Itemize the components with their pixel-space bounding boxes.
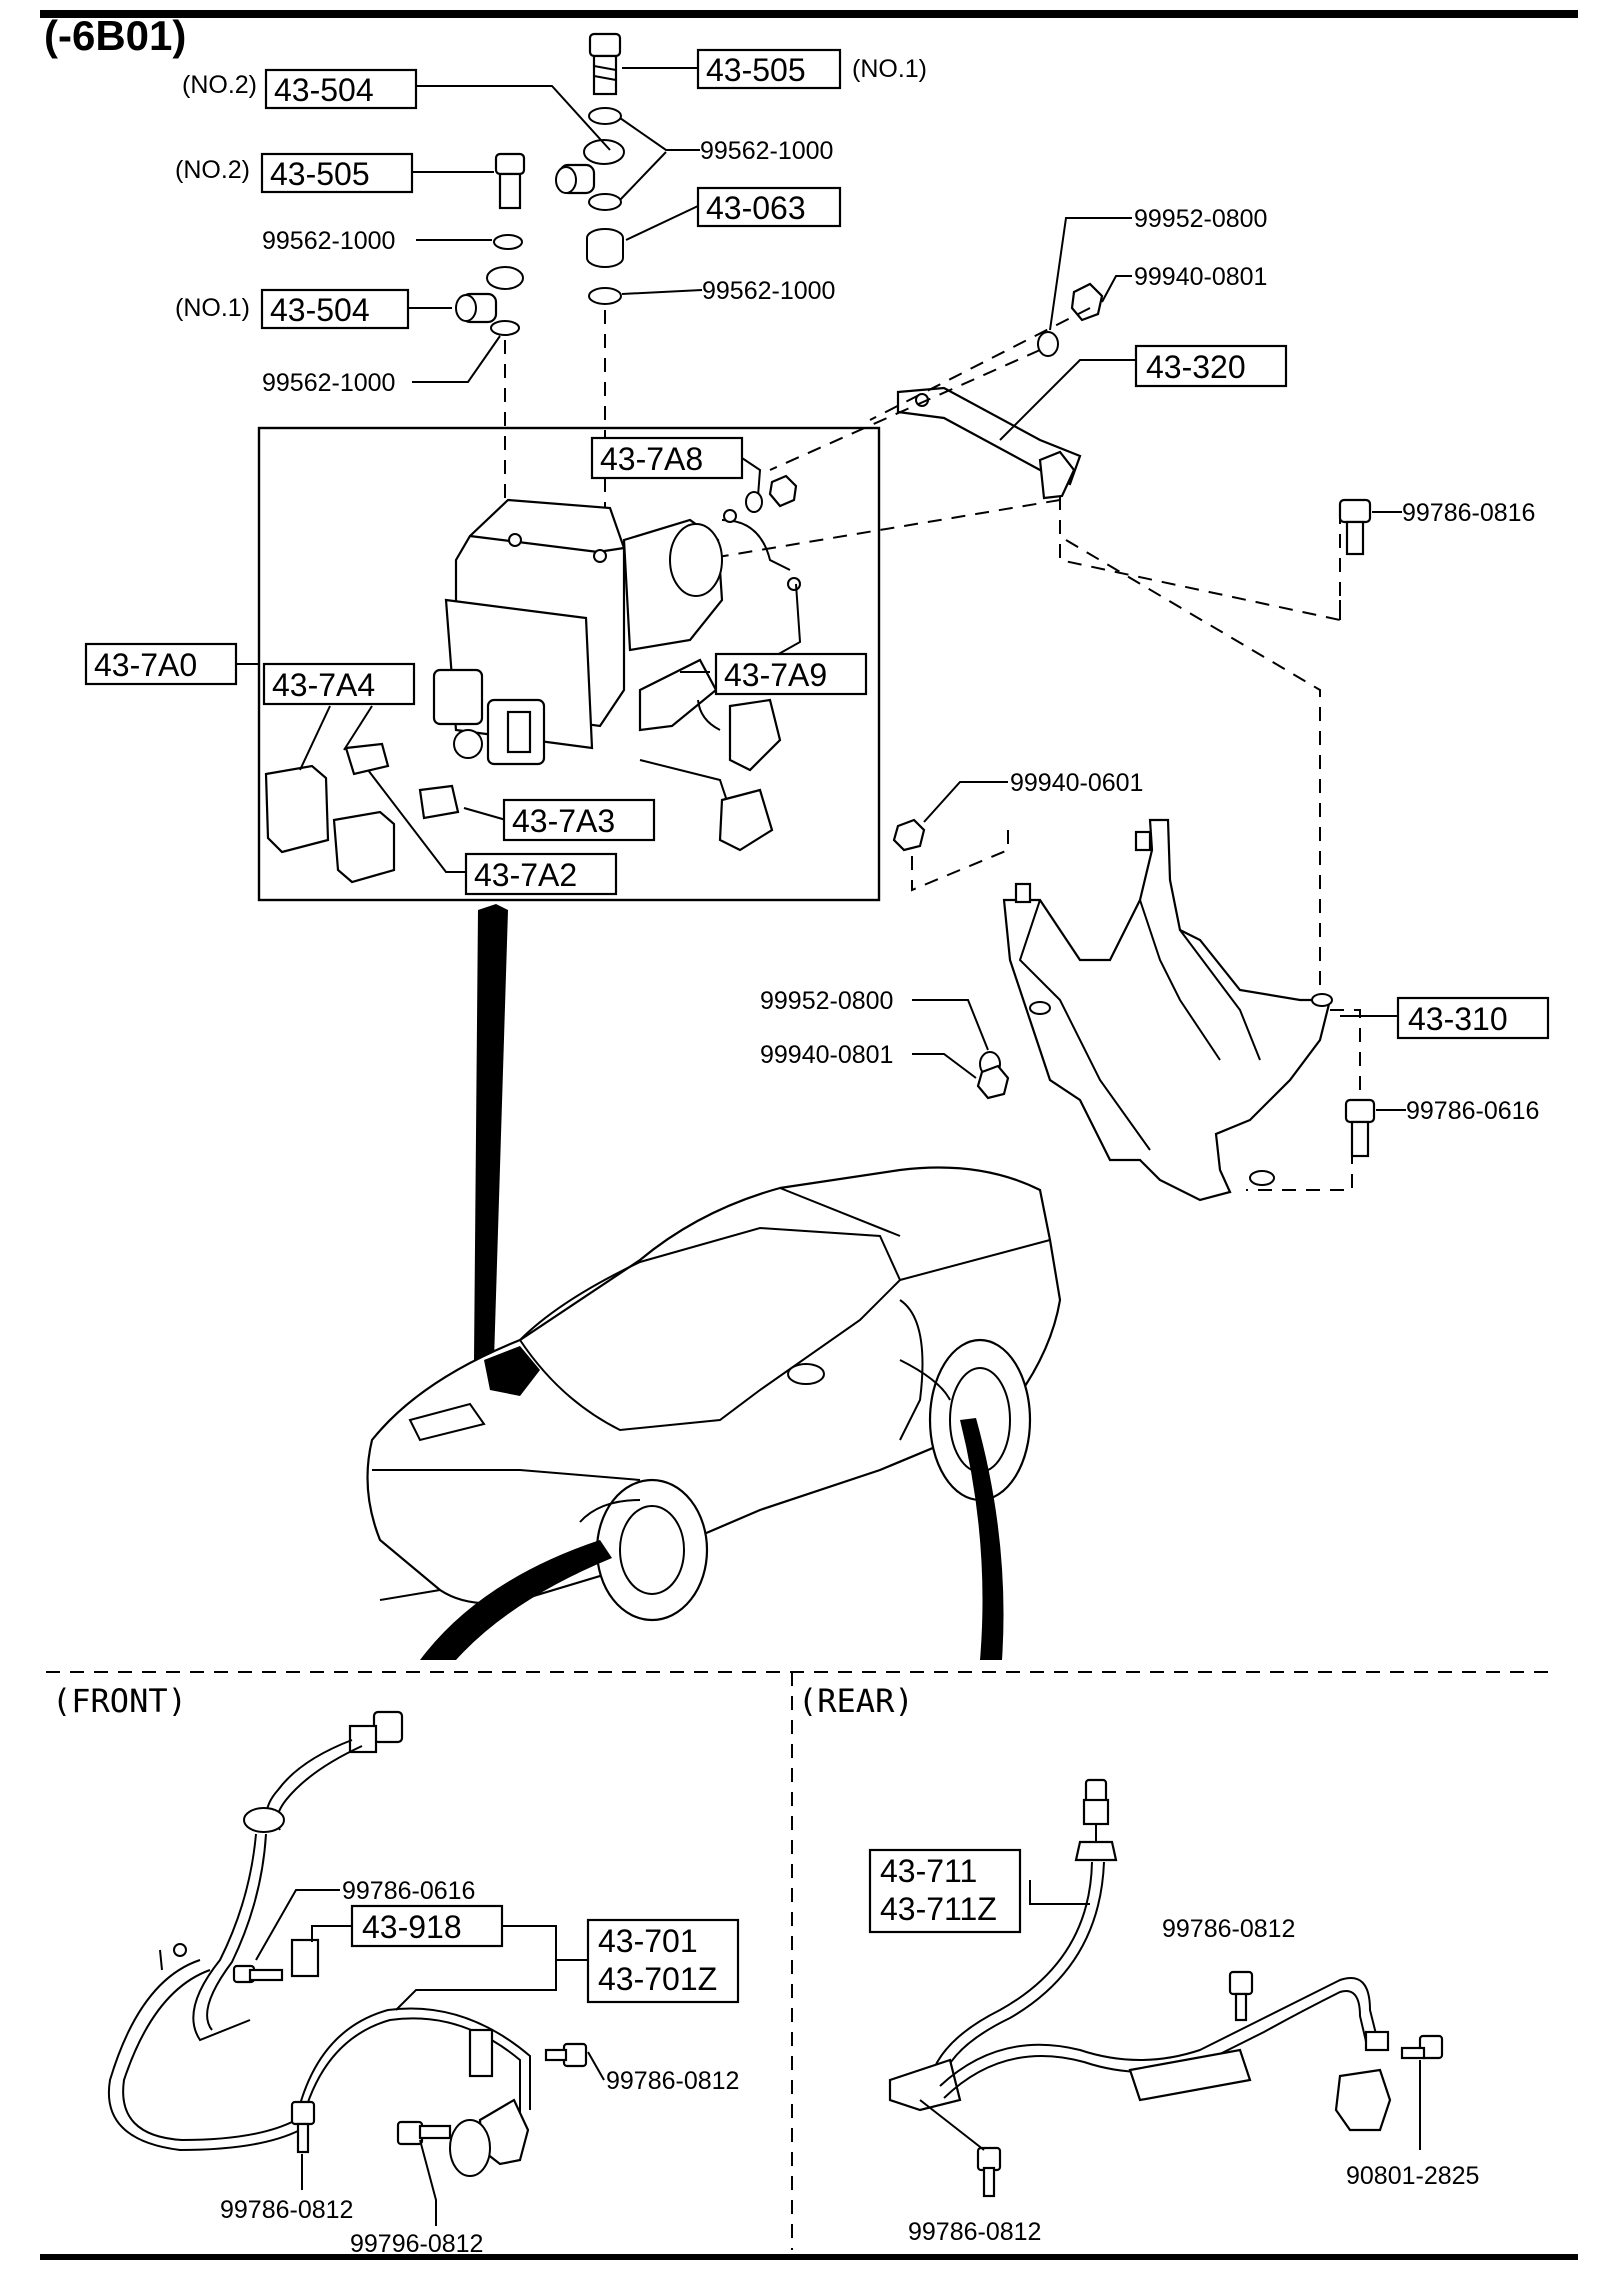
part-43-504-no1[interactable]: 43-504 (270, 292, 370, 328)
bolt-99786-0616-shape (1344, 1098, 1376, 1158)
front-bolt-99786-0812-bottom[interactable]: 99786-0812 (220, 2196, 353, 2224)
bushing-43-063-shape (586, 228, 624, 268)
label-box-43-7A4 (262, 662, 416, 706)
leader-car-to-rear (960, 1418, 1004, 1660)
bolt-front-bottom-shape (290, 2100, 316, 2154)
bolt-rear-top-shape (1228, 1970, 1254, 2022)
label-box-43-310 (1396, 996, 1550, 1040)
rear-bolt-99786-0812-top[interactable]: 99786-0812 (1162, 1915, 1295, 1943)
bolt-99786-0816[interactable]: 99786-0816 (1402, 499, 1535, 527)
label-box-43-7A9 (714, 652, 868, 696)
washer-shape (588, 107, 622, 125)
part-43-7A3[interactable]: 43-7A3 (512, 803, 615, 839)
part-43-505-no2[interactable]: 43-505 (270, 156, 370, 192)
nut-shape (1070, 282, 1104, 322)
diagram-code: (-6B01) (44, 12, 186, 59)
label-box-43-7A8 (590, 436, 744, 480)
washer-99952-0800-mid[interactable]: 99952-0800 (760, 987, 893, 1015)
rear-part-43-711Z[interactable]: 43-711Z (880, 1891, 997, 1927)
part-43-504-no2-qualifier: (NO.2) (182, 71, 257, 99)
label-box-43-320 (1134, 344, 1288, 388)
front-bolt-99796-0812[interactable]: 99796-0812 (350, 2230, 483, 2258)
label-box-43-7A0 (84, 642, 238, 686)
washer-shape (1037, 331, 1059, 357)
part-43-063[interactable]: 43-063 (706, 190, 806, 226)
washer-99562-1000-b[interactable]: 99562-1000 (702, 277, 835, 305)
bolt-99786-0816-shape (1338, 498, 1372, 556)
bolt-43-505-no1-shape (588, 32, 622, 96)
part-43-505-no2-qualifier: (NO.2) (175, 156, 250, 184)
part-43-505-no1[interactable]: 43-505 (706, 52, 806, 88)
rear-bolt-99786-0812-bottom[interactable]: 99786-0812 (908, 2218, 1041, 2246)
bracket-43-310-shape (1002, 818, 1333, 1202)
front-bolt-99786-0616[interactable]: 99786-0616 (342, 1877, 475, 1905)
part-43-320[interactable]: 43-320 (1146, 349, 1246, 385)
leader-car-to-front (420, 1540, 612, 1660)
nut-shape (768, 474, 798, 508)
label-box-43-7A2 (464, 852, 618, 896)
section-rear-label: (REAR) (798, 1682, 914, 1720)
front-bolt-99786-0812-right[interactable]: 99786-0812 (606, 2067, 739, 2095)
part-43-7A2[interactable]: 43-7A2 (474, 857, 577, 893)
section-front-label: (FRONT) (52, 1682, 187, 1720)
car-illustration (366, 1166, 1062, 1622)
washer-99952-0800-top[interactable]: 99952-0800 (1134, 205, 1267, 233)
part-43-310[interactable]: 43-310 (1408, 1001, 1508, 1037)
part-43-504-no1-qualifier: (NO.1) (175, 294, 250, 322)
label-box-43-063 (696, 186, 842, 228)
front-part-43-701Z[interactable]: 43-701Z (598, 1961, 717, 1997)
rear-bolt-90801-2825[interactable]: 90801-2825 (1346, 2162, 1479, 2190)
nut-shape (892, 818, 926, 852)
part-43-7A4[interactable]: 43-7A4 (272, 667, 375, 703)
leader-hcu-to-car (474, 904, 508, 1360)
nut-99940-0601[interactable]: 99940-0601 (1010, 769, 1143, 797)
washer-99562-1000-c[interactable]: 99562-1000 (262, 227, 395, 255)
hcu-unit-shape (432, 498, 801, 852)
bolt-99786-0616-top[interactable]: 99786-0616 (1406, 1097, 1539, 1125)
part-43-7A8[interactable]: 43-7A8 (600, 441, 703, 477)
part-43-504-no2[interactable]: 43-504 (274, 72, 374, 108)
washer-99562-1000-a[interactable]: 99562-1000 (700, 137, 833, 165)
part-43-7A9[interactable]: 43-7A9 (724, 657, 827, 693)
bolt-rear-right-shape (1400, 2034, 1444, 2060)
label-box-43-504-no2 (264, 68, 418, 110)
rear-part-43-711[interactable]: 43-711 (880, 1853, 977, 1889)
label-box-43-7A3 (502, 798, 656, 842)
bolt-front-99796-shape (396, 2120, 452, 2146)
relay-shapes (264, 742, 460, 884)
front-part-43-918[interactable]: 43-918 (362, 1909, 462, 1945)
bracket-43-320-shape (896, 386, 1082, 500)
nut-shape (976, 1064, 1010, 1100)
label-box-rear-43-711 (868, 1848, 1022, 1934)
label-box-43-505-no2 (260, 152, 414, 194)
label-box-front-43-701 (586, 1918, 740, 2004)
front-sensor-harness-shape (107, 1710, 531, 2177)
part-43-7A0[interactable]: 43-7A0 (94, 647, 197, 683)
washer-shape (588, 193, 622, 211)
bolt-43-505-no2-shape (494, 152, 526, 210)
bolt-front-99786-0616-shape (232, 1964, 284, 1984)
part-43-505-no1-qualifier: (NO.1) (852, 55, 927, 83)
washer-shape (493, 234, 523, 250)
nut-99940-0801-mid[interactable]: 99940-0801 (760, 1041, 893, 1069)
bolt-front-right-shape (544, 2042, 588, 2068)
front-part-43-701[interactable]: 43-701 (598, 1923, 698, 1959)
label-box-front-43-918 (350, 1904, 504, 1948)
nut-99940-0801-top[interactable]: 99940-0801 (1134, 263, 1267, 291)
washer-99562-1000-d[interactable]: 99562-1000 (262, 369, 395, 397)
label-box-43-504-no1 (260, 288, 410, 330)
rear-sensor-harness-shape (888, 1778, 1392, 2132)
washer-shape (490, 320, 520, 336)
washer-shape (588, 287, 622, 305)
banjo-43-504-no1-shape (455, 266, 524, 324)
banjo-43-504-no2-shape (555, 139, 625, 195)
label-box-43-505-no1 (696, 48, 842, 90)
washer-shape (745, 491, 763, 513)
bolt-rear-bottom-shape (976, 2146, 1002, 2198)
